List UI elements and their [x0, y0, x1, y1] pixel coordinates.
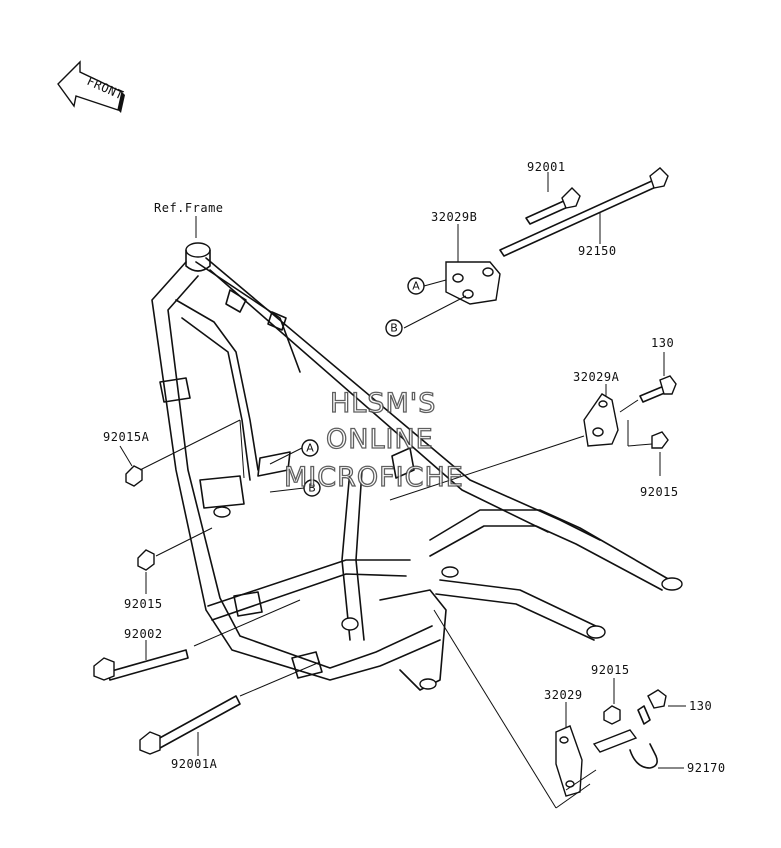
bolt-92002	[93, 649, 189, 681]
label-92150: 92150	[578, 244, 617, 258]
watermark-line3: MICROFICHE	[284, 462, 464, 493]
watermark: HLSM'S ONLINE MICROFICHE	[283, 387, 464, 493]
nut-92015-bottom	[603, 705, 621, 725]
bolt-130-top	[639, 375, 677, 403]
svg-text:A: A	[412, 280, 420, 293]
label-32029B: 32029B	[431, 210, 477, 224]
front-arrow-icon: FRONT	[57, 60, 126, 113]
clip-92170	[629, 743, 658, 769]
nut-92015A	[125, 465, 143, 487]
label-32029: 32029	[544, 688, 583, 702]
label-92015-left: 92015	[124, 597, 163, 611]
svg-text:B: B	[390, 322, 398, 335]
bolt-92001A	[139, 695, 241, 755]
nut-92015-left	[137, 549, 155, 571]
bolt-92001	[525, 187, 581, 225]
svg-text:B: B	[308, 482, 316, 495]
callout-b-upper: B	[385, 319, 403, 337]
label-92002: 92002	[124, 627, 163, 641]
label-130-bottom: 130	[689, 699, 712, 713]
watermark-line1: HLSM'S	[330, 388, 436, 419]
callout-a-frame: A	[301, 439, 319, 457]
label-92001A: 92001A	[171, 757, 218, 771]
label-92015-right: 92015	[640, 485, 679, 499]
label-92015A: 92015A	[103, 430, 150, 444]
label-92001: 92001	[527, 160, 566, 174]
label-92170: 92170	[687, 761, 726, 775]
callout-a-upper: A	[407, 277, 425, 295]
motorcycle-frame	[151, 242, 683, 691]
nut-92015-right	[651, 431, 669, 449]
bolt-130-bottom	[637, 689, 667, 725]
bolt-92150	[499, 167, 669, 257]
label-92015-bottom: 92015	[591, 663, 630, 677]
svg-text:A: A	[306, 442, 314, 455]
bracket-32029B	[445, 261, 501, 305]
label-32029A: 32029A	[573, 370, 620, 384]
watermark-line2: ONLINE	[326, 424, 434, 455]
label-130-top: 130	[651, 336, 674, 350]
ref-frame-label: Ref.Frame	[154, 201, 224, 215]
bracket-32029	[555, 725, 638, 797]
bracket-32029A	[583, 393, 619, 447]
